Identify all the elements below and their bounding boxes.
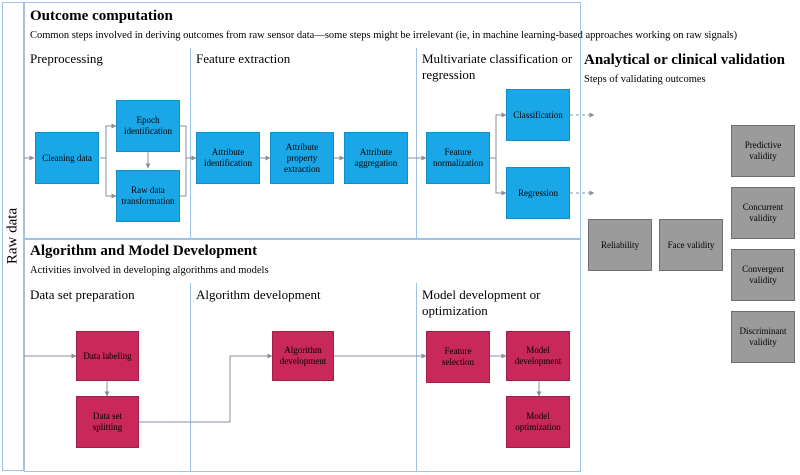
column-separator — [416, 283, 417, 472]
column-algorithm-development: Algorithm development — [196, 287, 321, 302]
outcome-computation-frame — [24, 2, 581, 239]
data-set-splitting-box: Data set splitting — [76, 396, 139, 448]
validation-title: Analytical or clinical validation — [584, 52, 785, 68]
column-separator — [190, 283, 191, 472]
attribute-property-extraction-box: Attribute property extraction — [270, 132, 334, 184]
validation-subtitle: Steps of validating outcomes — [584, 74, 706, 85]
column-classification-regression: Multivariate classification or regressio… — [422, 51, 573, 82]
reliability-box: Reliability — [588, 219, 652, 271]
connector-cleaning-to-epoch — [100, 123, 117, 159]
attribute-aggregation-box: Attribute aggregation — [344, 132, 408, 184]
convergent-validity-box: Convergent validity — [731, 249, 795, 301]
cleaning-data-box: Cleaning data — [35, 132, 99, 184]
column-separator — [416, 48, 417, 239]
discriminant-validity-box: Discriminant validity — [731, 311, 795, 363]
feature-normalization-box: Feature normalization — [426, 132, 490, 184]
outcome-subtitle: Common steps involved in deriving outcom… — [30, 30, 738, 41]
predictive-validity-box: Predictive validity — [731, 125, 795, 177]
connector-norm-to-regression — [495, 158, 507, 196]
algorithm-title: Algorithm and Model Development — [30, 243, 258, 259]
column-dataset-preparation: Data set preparation — [30, 287, 135, 302]
outcome-title: Outcome computation — [30, 8, 173, 24]
connector-splitting-to-algorithm — [139, 353, 273, 423]
feature-selection-box: Feature selection — [426, 331, 490, 383]
data-labeling-box: Data labeling — [76, 331, 139, 381]
concurrent-validity-box: Concurrent validity — [731, 187, 795, 239]
epoch-identification-box: Epoch identification — [116, 100, 180, 152]
connector-norm-to-classification — [490, 112, 507, 159]
connector-transform-to-attr — [180, 158, 187, 197]
connector-epoch-to-attr — [180, 125, 197, 161]
algorithm-development-box: Algorithm development — [272, 331, 334, 381]
regression-box: Regression — [506, 167, 570, 219]
attribute-identification-box: Attribute identification — [196, 132, 260, 184]
raw-data-bar — [2, 2, 24, 471]
column-model-development: Model development or optimization — [422, 287, 541, 318]
raw-data-transformation-box: Raw data transformation — [116, 170, 180, 222]
face-validity-box: Face validity — [659, 219, 723, 271]
column-feature-extraction: Feature extraction — [196, 51, 291, 66]
model-development-box: Model development — [506, 331, 570, 381]
column-preprocessing: Preprocessing — [30, 51, 103, 66]
algorithm-subtitle: Activities involved in developing algori… — [30, 265, 269, 276]
connector-cleaning-to-transform — [105, 158, 117, 199]
model-optimization-box: Model optimization — [506, 396, 570, 448]
classification-box: Classification — [506, 89, 570, 141]
column-separator — [190, 48, 191, 239]
